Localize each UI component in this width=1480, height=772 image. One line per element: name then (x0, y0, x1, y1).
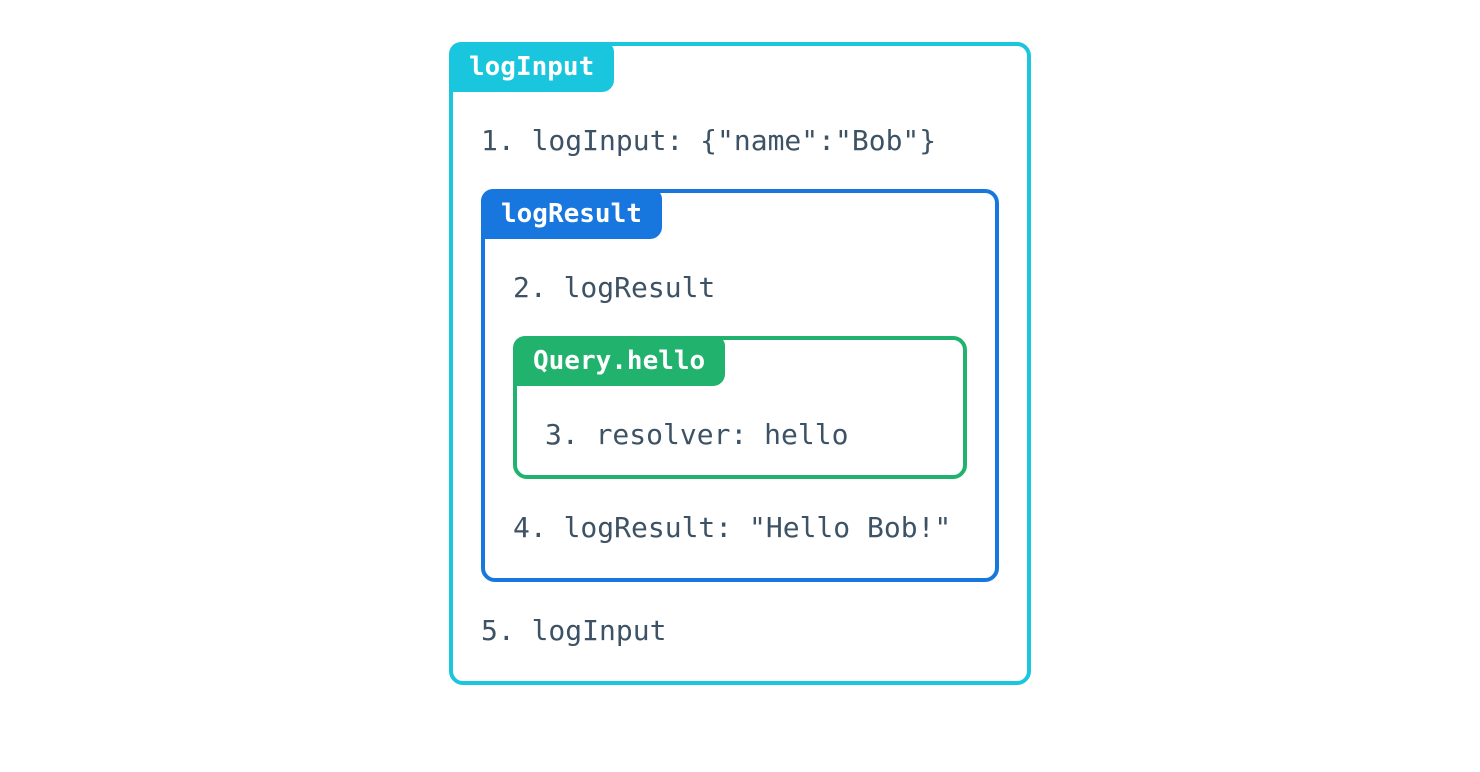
log-line-4: 4. logResult: "Hello Bob!" (513, 511, 952, 544)
log-line-2: 2. logResult (513, 271, 716, 304)
middleware-box-loginput: logInput 1. logInput: {"name":"Bob"} log… (449, 42, 1031, 685)
resolver-box-queryhello-content: 3. resolver: hello (517, 420, 963, 475)
middleware-box-logresult: logResult 2. logResult Query.hello 3. re… (481, 189, 999, 582)
resolver-tab-queryhello: Query.hello (513, 336, 726, 386)
middleware-box-loginput-content: 1. logInput: {"name":"Bob"} logResult 2.… (453, 126, 1027, 681)
middleware-tab-logresult: logResult (481, 189, 662, 239)
middleware-tab-loginput: logInput (449, 42, 615, 92)
middleware-box-logresult-content: 2. logResult Query.hello 3. resolver: he… (485, 273, 995, 578)
resolver-box-queryhello: Query.hello 3. resolver: hello (513, 336, 967, 479)
log-line-1: 1. logInput: {"name":"Bob"} (481, 124, 937, 157)
middleware-diagram: logInput 1. logInput: {"name":"Bob"} log… (0, 42, 1480, 772)
log-line-5: 5. logInput (481, 614, 667, 647)
log-line-3: 3. resolver: hello (545, 418, 849, 451)
